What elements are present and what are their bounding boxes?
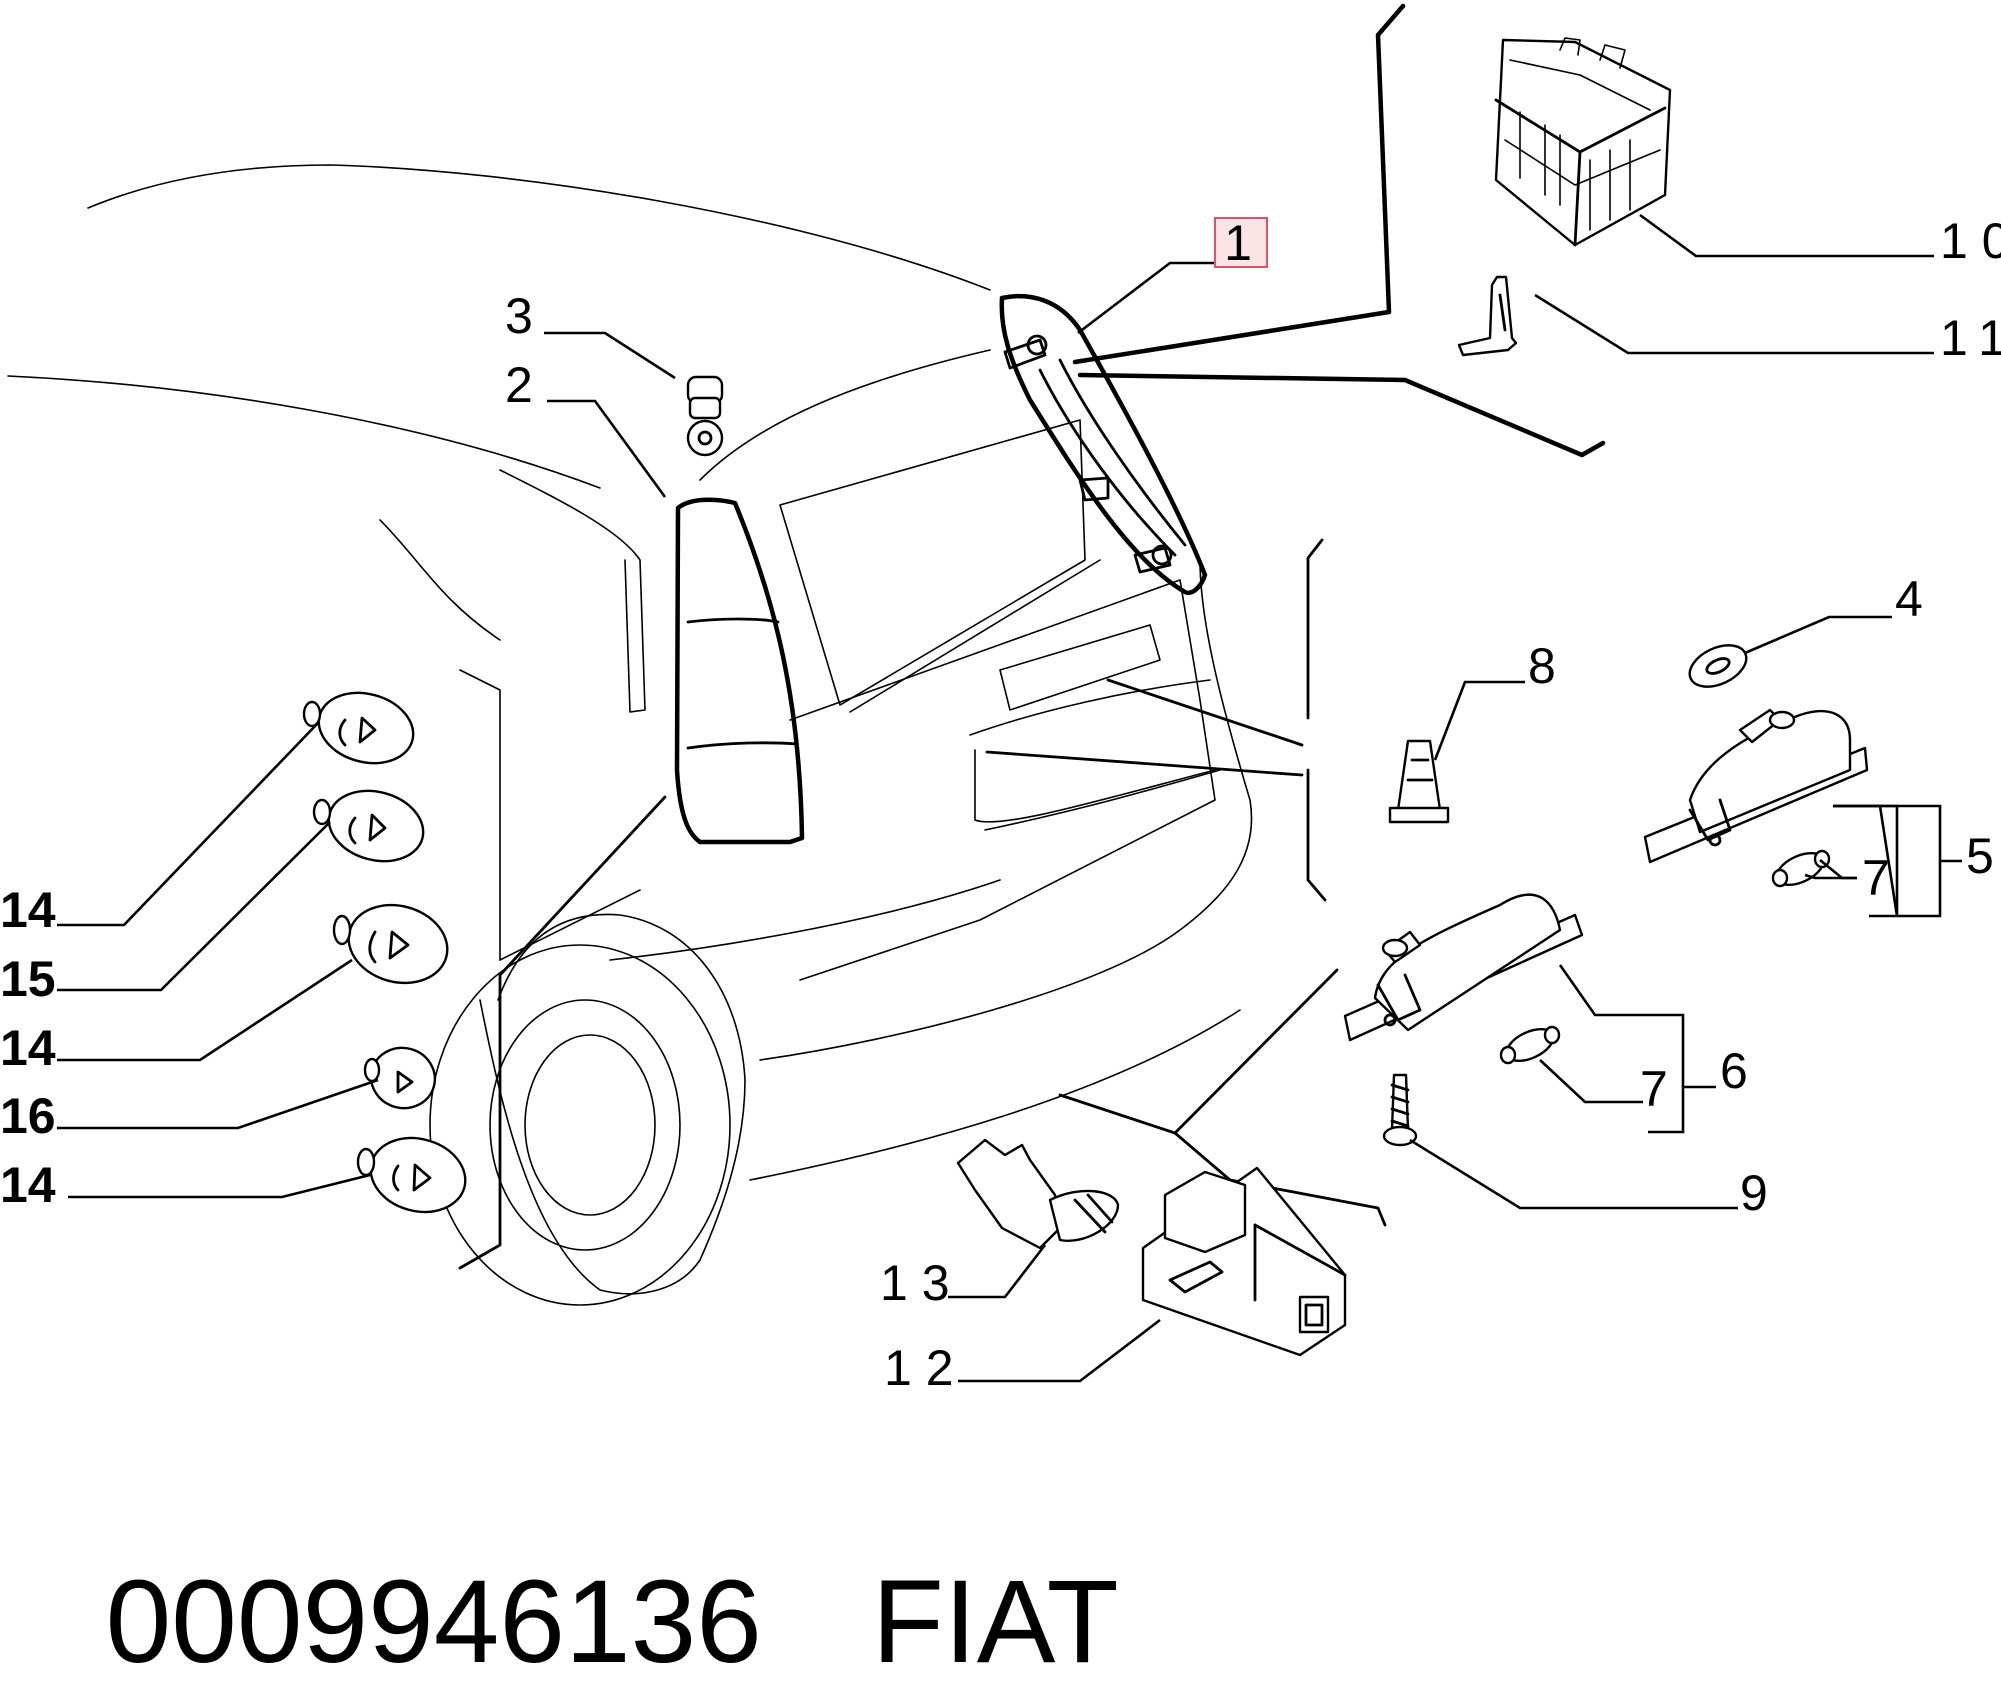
callout-10: 10 bbox=[1940, 213, 2001, 269]
callout-14-middle: 14 bbox=[0, 1020, 56, 1076]
callout-13: 13 bbox=[880, 1255, 964, 1311]
callout-7-upper: 7 bbox=[1862, 850, 1890, 906]
callout-6: 6 bbox=[1720, 1043, 1748, 1099]
bulb-14-middle bbox=[332, 903, 449, 985]
callout-4: 4 bbox=[1895, 571, 1923, 627]
bracket-11 bbox=[1457, 275, 1518, 357]
festoon-bulb-upper bbox=[1771, 849, 1831, 888]
callout-7-lower: 7 bbox=[1640, 1061, 1668, 1117]
brand-name: FIAT bbox=[871, 1556, 1119, 1688]
grommet-4 bbox=[1688, 644, 1748, 688]
highlight-box-1 bbox=[1214, 217, 1268, 268]
callout-11: 11 bbox=[1940, 310, 2001, 366]
callout-labels: 1 3 2 10 11 4 8 5 7 6 7 9 13 12 14 15 14… bbox=[0, 213, 2001, 1396]
plate-lamp-5 bbox=[1643, 708, 1869, 864]
bulb-15 bbox=[312, 789, 425, 863]
callout-3: 3 bbox=[505, 288, 533, 344]
rubber-cap-8 bbox=[1388, 739, 1450, 824]
callout-1: 1 bbox=[1224, 215, 1252, 271]
screw-9 bbox=[1382, 1073, 1418, 1147]
plate-lamp-6 bbox=[1343, 893, 1584, 1042]
callout-9: 9 bbox=[1740, 1165, 1768, 1221]
callout-15: 15 bbox=[0, 951, 56, 1007]
callout-8: 8 bbox=[1528, 638, 1556, 694]
terminal-13 bbox=[956, 1138, 1120, 1250]
bulb-16 bbox=[363, 1046, 437, 1110]
connector-housing-12 bbox=[1141, 1166, 1347, 1357]
leader-lines bbox=[57, 213, 1962, 1383]
callout-12: 12 bbox=[884, 1340, 968, 1396]
callout-14-top: 14 bbox=[0, 882, 56, 938]
bulb-14-bottom bbox=[356, 1136, 467, 1214]
callout-2: 2 bbox=[505, 357, 533, 413]
callout-5: 5 bbox=[1966, 828, 1994, 884]
fuse-box bbox=[1494, 37, 1672, 247]
bulb-holder-3 bbox=[686, 375, 724, 457]
callout-14-bottom: 14 bbox=[0, 1157, 56, 1213]
third-brake-light bbox=[999, 293, 1208, 595]
tail-lamp bbox=[674, 497, 805, 845]
part-number: 0009946136 bbox=[105, 1556, 762, 1688]
car-body-outline bbox=[7, 164, 1253, 1306]
festoon-bulb-lower bbox=[1499, 1025, 1561, 1065]
section-lines bbox=[458, 3, 1606, 1270]
callout-16: 16 bbox=[0, 1088, 56, 1144]
bulb-14-top bbox=[302, 691, 415, 765]
